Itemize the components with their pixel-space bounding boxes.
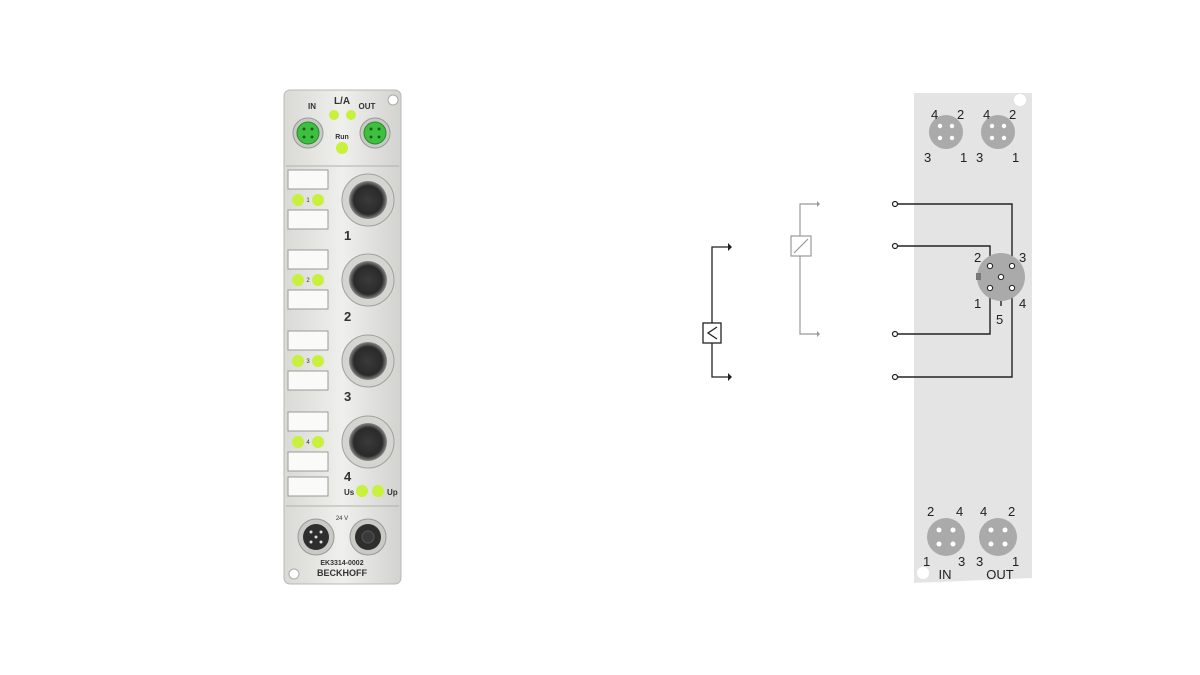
ethercat-in-label: IN [308,102,316,111]
svg-text:3: 3 [976,554,983,569]
svg-text:3: 3 [924,150,931,165]
la-in-led [329,110,339,120]
ethercat-out-label: OUT [359,102,376,111]
bottom-out-label: OUT [986,567,1014,582]
pin-assignment-diagram: 4 2 3 1 4 2 3 1 [702,93,1032,583]
svg-text:1: 1 [960,150,967,165]
channel-4-number: 4 [344,469,352,484]
mounting-hole-bottom [288,568,300,580]
svg-text:2: 2 [927,504,934,519]
svg-text:2: 2 [974,250,981,265]
up-label: Up [387,488,398,497]
panel-mounting-hole [1014,94,1026,106]
arrow-upper [728,243,732,251]
svg-text:3: 3 [958,554,965,569]
svg-text:1: 1 [306,198,310,204]
power-out-connector [349,518,387,556]
brand-logo: BECKHOFF [317,568,367,578]
run-label: Run [335,134,349,141]
svg-text:1: 1 [1012,150,1019,165]
svg-text:4: 4 [980,504,987,519]
terminals [891,200,899,381]
power-in-connector [297,518,335,556]
us-led [356,485,368,497]
arrow-lower [728,373,732,381]
up-led [372,485,384,497]
channel-3-number: 3 [344,389,351,404]
model-label: EK3314-0002 [320,560,363,567]
channel-2-number: 2 [344,309,351,324]
svg-text:4: 4 [1019,296,1026,311]
bottom-in-connector: 2 4 1 3 IN [923,504,965,582]
channel-1-number: 1 [344,228,351,243]
svg-text:4: 4 [983,107,990,122]
svg-text:4: 4 [956,504,963,519]
ethercat-la-label: L/A [334,96,350,107]
channel-3: 3 3 [287,330,395,404]
channel-4: 4 4 [287,411,395,484]
svg-text:1: 1 [1012,554,1019,569]
top-right-connector: 4 2 3 1 [976,107,1019,165]
channel-2: 2 2 [287,249,395,324]
us-label: Us [344,488,355,497]
svg-text:3: 3 [976,150,983,165]
bottom-out-connector: 4 2 3 1 OUT [976,504,1019,582]
pinout-panel [914,93,1032,583]
device-illustration: IN L/A OUT Run 1 1 2 2 3 [283,89,402,585]
power-label: 24 V [336,516,348,522]
run-led [336,142,348,154]
panel-mounting-hole-bottom [917,567,929,579]
svg-text:2: 2 [957,107,964,122]
svg-text:2: 2 [306,278,310,284]
channel-1: 1 1 [287,169,395,243]
svg-text:3: 3 [306,359,310,365]
svg-text:2: 2 [1008,504,1015,519]
channel-connector: 2 3 1 5 4 [974,250,1026,327]
ethercat-out-connector [359,117,391,149]
svg-text:3: 3 [1019,250,1026,265]
thermocouple-symbol [702,246,728,378]
converter-symbol [790,203,817,335]
la-out-led [346,110,356,120]
svg-text:4: 4 [931,107,938,122]
svg-text:5: 5 [996,312,1003,327]
mounting-hole-top [387,94,399,106]
svg-text:1: 1 [923,554,930,569]
top-left-connector: 4 2 3 1 [924,107,967,165]
svg-text:4: 4 [306,440,310,446]
ethercat-in-connector [292,117,324,149]
bottom-in-label: IN [939,567,952,582]
svg-text:1: 1 [974,296,981,311]
svg-text:2: 2 [1009,107,1016,122]
